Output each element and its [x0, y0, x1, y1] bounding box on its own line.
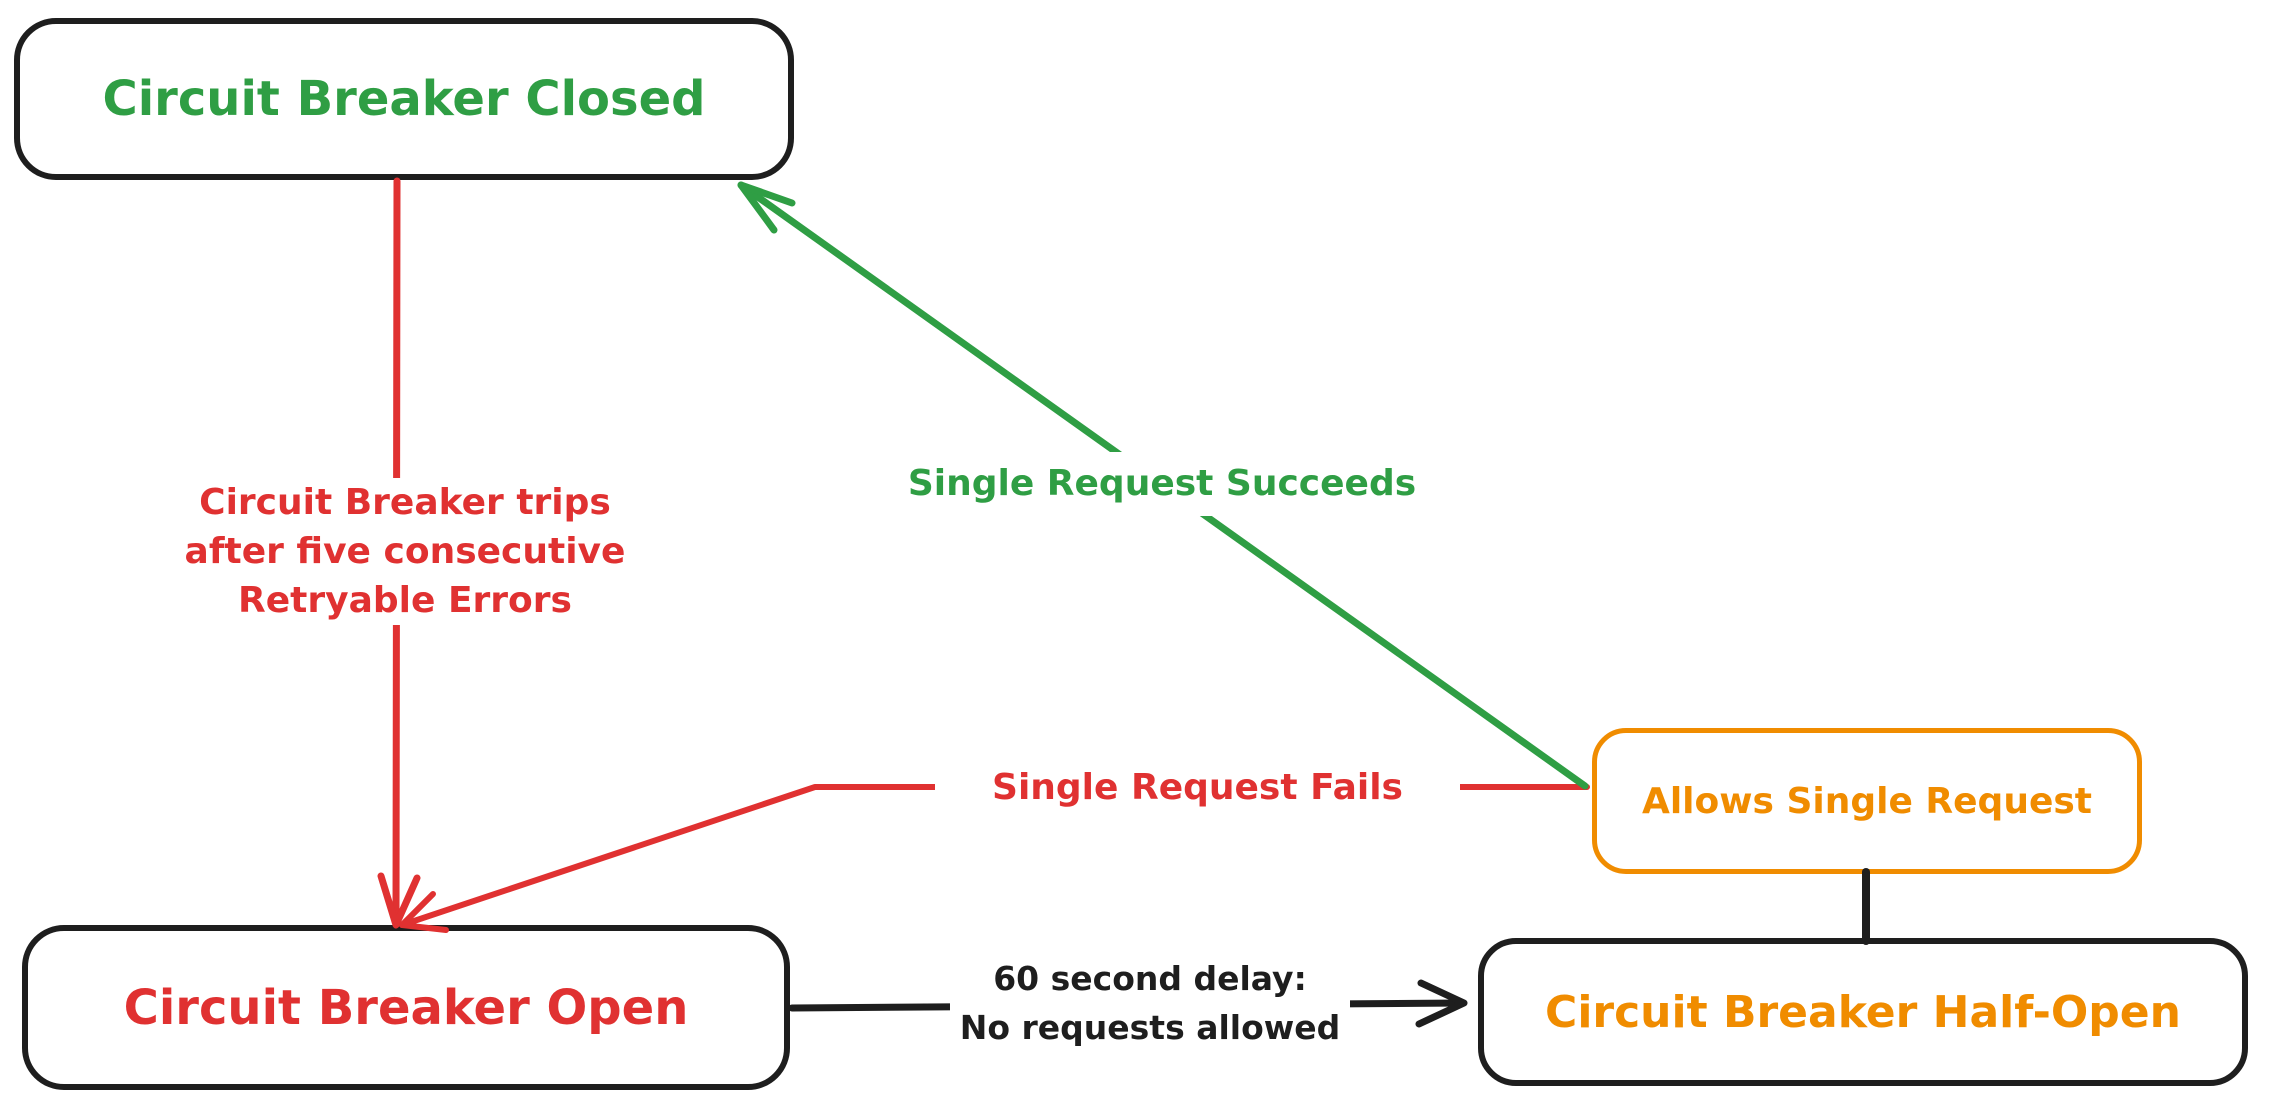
- edge-label-delay-line-2: No requests allowed: [959, 1008, 1341, 1047]
- edge-label-delay-line-1: 60 second delay:: [993, 959, 1307, 998]
- edge-label-delay: 60 second delay: No requests allowed: [950, 950, 1350, 1056]
- state-label-closed: Circuit Breaker Closed: [102, 71, 706, 127]
- state-node-circuit-breaker-closed: Circuit Breaker Closed: [14, 18, 794, 180]
- edge-label-trips: Circuit Breaker trips after five consecu…: [145, 478, 665, 625]
- edge-succeeds-arrowhead-icon: [737, 181, 796, 234]
- edge-fails-arrowhead-icon: [399, 891, 449, 933]
- edge-label-single-request-succeeds: Single Request Succeeds: [897, 452, 1427, 516]
- state-node-circuit-breaker-open: Circuit Breaker Open: [22, 925, 790, 1090]
- edge-delay-arrowhead-icon: [1415, 979, 1468, 1028]
- state-label-allows-single-request: Allows Single Request: [1641, 780, 2093, 822]
- edge-label-trips-line-2: after five consecutive: [184, 531, 626, 572]
- state-label-open: Circuit Breaker Open: [123, 979, 689, 1036]
- state-label-half-open: Circuit Breaker Half-Open: [1545, 986, 2181, 1038]
- state-node-circuit-breaker-half-open: Circuit Breaker Half-Open: [1478, 938, 2248, 1086]
- edge-label-trips-line-1: Circuit Breaker trips: [199, 482, 611, 523]
- edge-trips-arrowhead-icon: [377, 872, 421, 929]
- edge-label-single-request-fails: Single Request Fails: [935, 756, 1460, 820]
- edge-label-trips-line-3: Retryable Errors: [238, 580, 572, 621]
- state-node-allows-single-request: Allows Single Request: [1592, 728, 2142, 874]
